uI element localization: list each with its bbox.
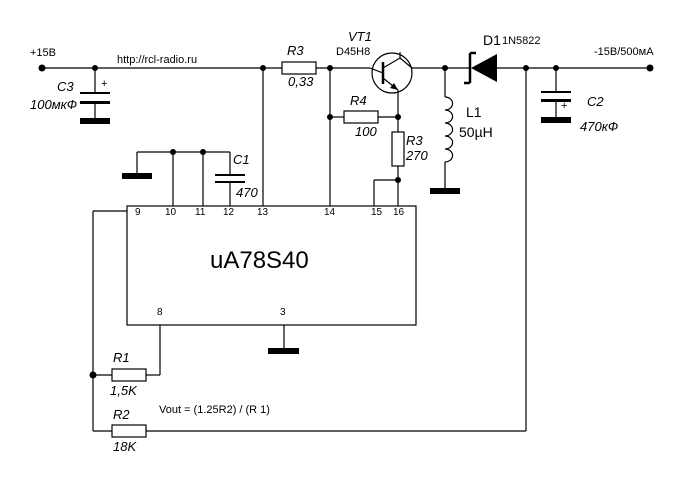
transistor-vt1: [369, 52, 445, 117]
ic-ua78s40: [126, 205, 417, 326]
ground-pin3: [268, 325, 299, 354]
c2-polarity: +: [561, 100, 567, 112]
c2-value: 470кФ: [580, 119, 618, 134]
pin-13-label: 13: [257, 207, 269, 218]
r3-base-ref: R3: [406, 133, 423, 148]
l1-ref: L1: [466, 104, 482, 120]
d1-ref: D1: [483, 32, 501, 48]
vt1-part: D45H8: [336, 46, 370, 58]
resistor-r3-sense: [281, 61, 333, 75]
output-voltage-formula: Vout = (1.25R2) / (R 1): [159, 404, 270, 416]
pin-15-label: 15: [371, 207, 383, 218]
capacitor-c3: [80, 68, 110, 124]
resistor-r3-base: [373, 117, 405, 206]
capacitor-c2: [541, 68, 571, 123]
ic-name: uA78S40: [210, 247, 309, 274]
c1-ref: C1: [233, 152, 250, 167]
feedback-divider: [89, 210, 161, 438]
r2-ref: R2: [113, 407, 130, 422]
r4-ref: R4: [350, 93, 367, 108]
r1-value: 1,5K: [110, 383, 138, 398]
c3-value: 100мкФ: [30, 97, 77, 112]
vt1-ref: VT1: [348, 29, 372, 44]
website-url: http://rcl-radio.ru: [117, 54, 197, 66]
pin-9-label: 9: [135, 207, 141, 218]
input-voltage-label: +15В: [30, 47, 56, 59]
inductor-l1: [430, 65, 460, 194]
timing-capacitor-network: [122, 68, 264, 206]
r1-ref: R1: [113, 350, 130, 365]
pin-12-label: 12: [223, 207, 235, 218]
r3-base-value: 270: [405, 148, 428, 163]
pin-16-label: 16: [393, 207, 405, 218]
r3-sense-value: 0,33: [288, 74, 314, 89]
c3-polarity: +: [101, 78, 107, 90]
pin-14-label: 14: [324, 207, 336, 218]
c1-value: 470: [236, 185, 258, 200]
feedback-wire: [146, 68, 527, 432]
output-voltage-label: -15В/500мА: [594, 46, 654, 58]
c2-ref: C2: [587, 94, 604, 109]
input-rail: [38, 64, 370, 72]
pin-10-label: 10: [165, 207, 177, 218]
r2-value: 18K: [113, 439, 137, 454]
pin-3-label: 3: [280, 307, 286, 318]
c3-ref: C3: [57, 79, 74, 94]
r3-sense-ref: R3: [287, 43, 304, 58]
l1-value: 50µH: [459, 124, 493, 140]
resistor-r4: [327, 68, 401, 206]
r4-value: 100: [355, 124, 377, 139]
pin-11-label: 11: [195, 207, 206, 218]
d1-part: 1N5822: [502, 35, 541, 47]
pin-8-label: 8: [157, 307, 163, 318]
